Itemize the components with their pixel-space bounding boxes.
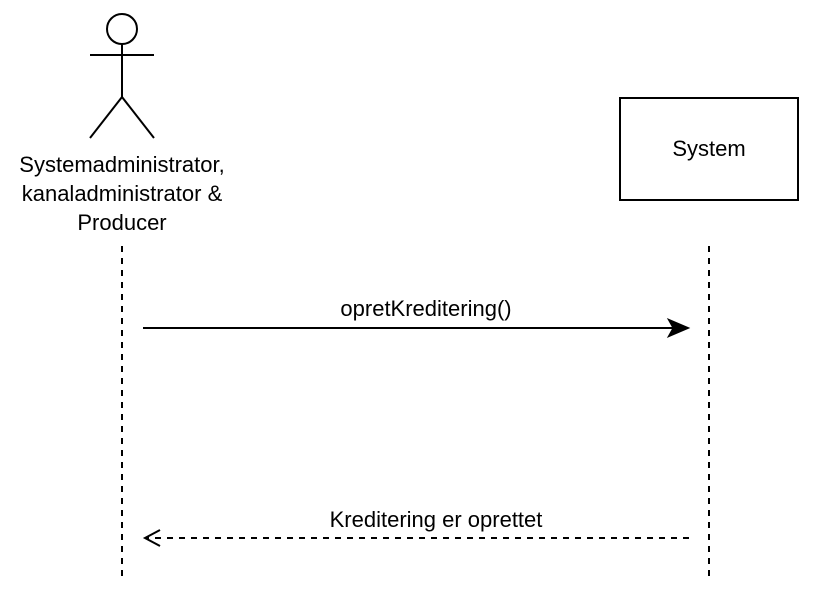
- actor-label: Systemadministrator, kanaladministrator …: [0, 150, 244, 237]
- system-participant-box: System: [619, 97, 799, 201]
- message-label-request: opretKreditering(): [340, 296, 512, 321]
- message-arrow-return: [142, 529, 689, 547]
- actor-label-line: kanaladministrator &: [21, 181, 223, 206]
- message-label-return: Kreditering er oprettet: [329, 507, 543, 532]
- actor-label-line: Producer: [77, 210, 167, 235]
- message-arrow-request: [143, 317, 691, 339]
- arrowhead-filled-icon: [666, 317, 691, 339]
- system-participant-label: System: [672, 136, 746, 161]
- arrowhead-open-icon: [142, 529, 161, 547]
- actor-stick-figure-icon: [89, 13, 155, 139]
- actor-label-line: Systemadministrator,: [19, 152, 225, 177]
